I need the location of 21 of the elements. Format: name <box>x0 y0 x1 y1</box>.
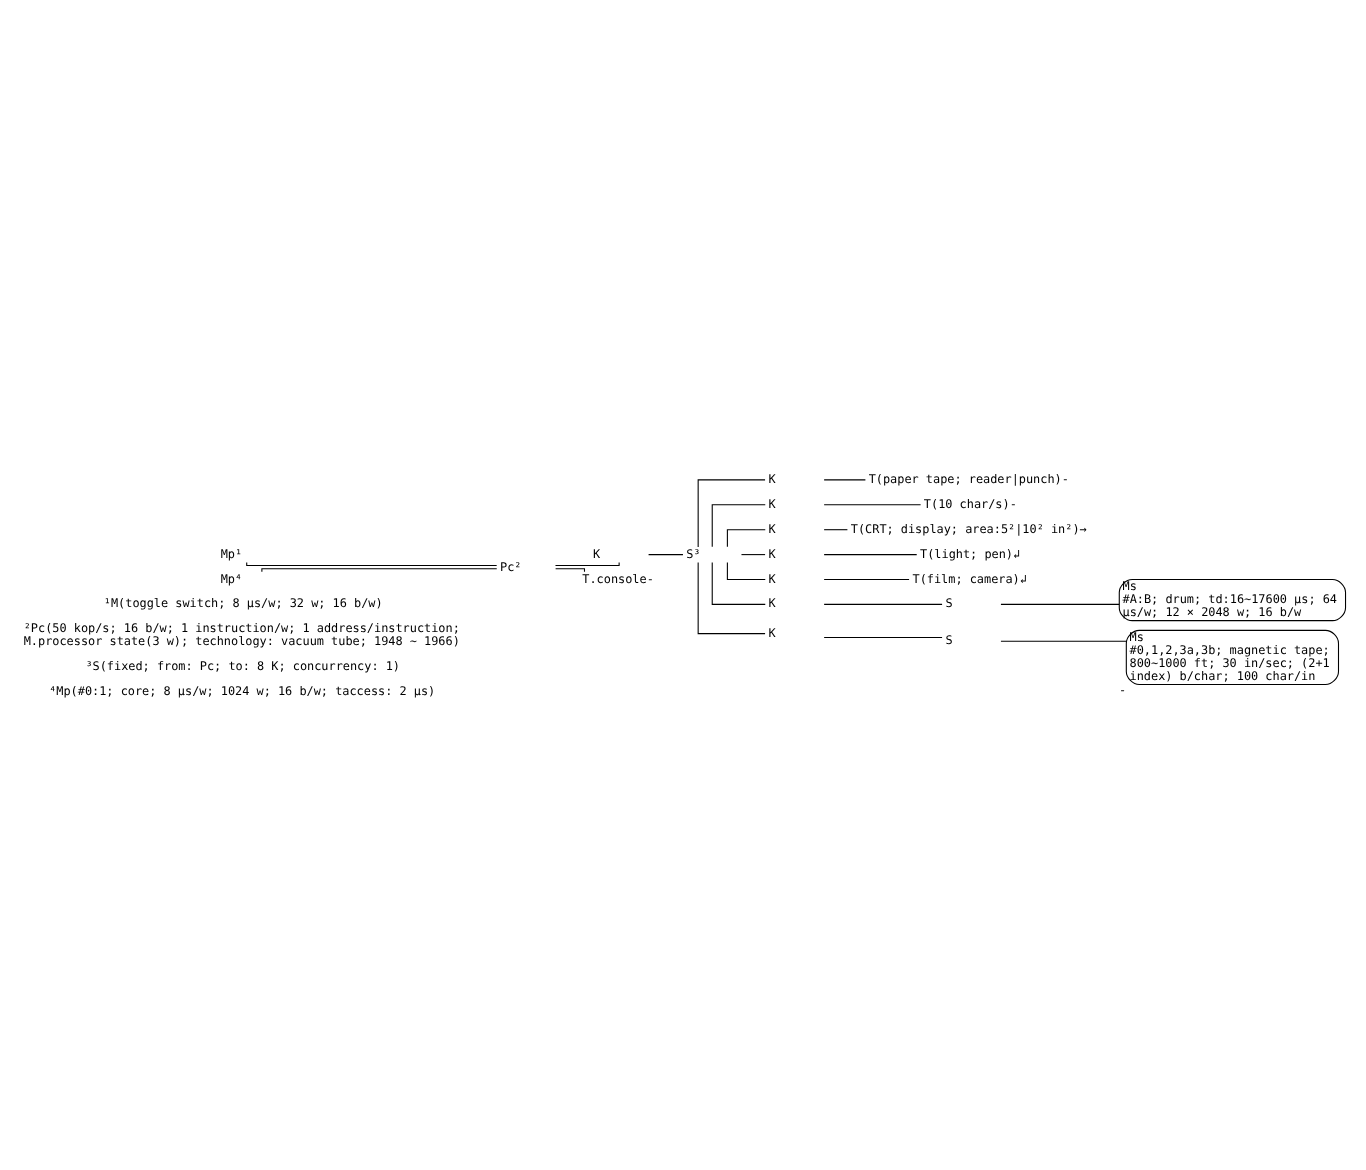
connector <box>648 553 684 555</box>
connector <box>1000 639 1127 641</box>
connector <box>697 478 766 547</box>
connector <box>554 560 620 565</box>
connector <box>555 567 586 572</box>
connector <box>711 560 766 604</box>
connector <box>1000 602 1120 604</box>
connector <box>711 503 766 547</box>
connector <box>726 560 766 580</box>
connector <box>726 528 766 547</box>
connector <box>740 553 766 555</box>
connector <box>246 560 498 565</box>
connector <box>823 503 922 505</box>
connector <box>823 635 943 637</box>
connector <box>823 553 918 555</box>
connector <box>261 567 498 572</box>
connector <box>823 478 866 480</box>
connector <box>823 577 910 580</box>
connector <box>697 560 766 634</box>
connector <box>823 602 943 604</box>
connector <box>823 528 848 530</box>
